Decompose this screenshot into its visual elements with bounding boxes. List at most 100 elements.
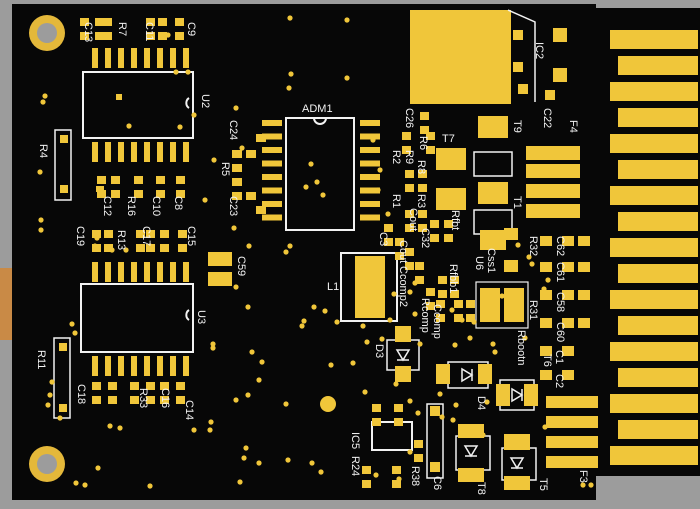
passive-pad [418, 184, 427, 192]
passive-pad [176, 176, 185, 184]
via [126, 123, 132, 129]
label-d4: D4 [475, 396, 487, 410]
connector-finger [610, 238, 698, 257]
via [231, 225, 237, 231]
passive-pad [402, 132, 411, 140]
passive-pad [256, 206, 266, 214]
pad [518, 84, 528, 94]
pad [545, 90, 555, 100]
label-c16: C16 [159, 388, 171, 408]
via [165, 32, 171, 38]
passive-pad [405, 184, 414, 192]
label-c1: C1 [553, 350, 565, 364]
connector-finger [610, 134, 698, 153]
passive-pad [392, 480, 401, 488]
passive-pad [104, 244, 113, 252]
chip-pin [183, 48, 189, 68]
pad-f3 [546, 416, 598, 428]
via [245, 392, 251, 398]
label-r1: R1 [390, 194, 402, 208]
passive-pad [395, 252, 404, 260]
label-r3: R3 [415, 194, 427, 208]
passive-pad [178, 230, 187, 238]
via [452, 342, 458, 348]
pad-t1 [480, 230, 506, 250]
passive-pad [402, 146, 411, 154]
passive-pad [405, 248, 414, 256]
pad-t7 [436, 148, 466, 170]
label-r32: R32 [527, 236, 539, 256]
pad [59, 343, 67, 351]
via [311, 304, 317, 310]
edge-connector [610, 30, 698, 465]
label-c12: C12 [101, 196, 113, 216]
pad-t1 [478, 182, 508, 204]
via [366, 302, 372, 308]
label-c13: C13 [82, 22, 94, 42]
label-t9: T9 [511, 120, 523, 133]
silk-outline-ic5 [371, 421, 413, 451]
label-adm1: ADM1 [302, 103, 333, 115]
via [42, 93, 48, 99]
via [207, 427, 213, 433]
via [123, 247, 129, 253]
chip-u2 [82, 48, 194, 162]
via [480, 432, 486, 438]
chip-pin [157, 142, 163, 162]
via [95, 465, 101, 471]
passive-pad [426, 132, 435, 140]
capacitor-column [540, 236, 590, 380]
passive-pad [92, 230, 101, 238]
passive-pad [414, 454, 423, 462]
via [387, 317, 393, 323]
label-css1: Css1 [485, 248, 497, 273]
chip-pin [360, 214, 380, 221]
passive-pad [130, 396, 139, 404]
mounting-hole-top-left [29, 15, 65, 51]
via [515, 242, 521, 248]
connector-finger [618, 368, 698, 387]
passive-pad [108, 382, 117, 390]
via [40, 99, 46, 105]
via [507, 264, 513, 270]
pad-t9 [478, 116, 508, 138]
label-c60: C60 [554, 322, 566, 342]
capacitor-pad [540, 318, 552, 328]
passive-pad [146, 230, 155, 238]
chip-pin [92, 262, 98, 282]
chip-pin [157, 356, 163, 376]
via [370, 137, 376, 143]
capacitor-pad [562, 262, 574, 272]
chip-pin [144, 262, 150, 282]
label-f4: F4 [567, 120, 579, 133]
via [522, 335, 528, 341]
via [285, 457, 291, 463]
pad [553, 28, 567, 42]
label-rfbb1: Rfbb1 [447, 264, 459, 293]
silk-outline-l1 [340, 252, 398, 322]
via [453, 402, 459, 408]
passive-pad [420, 112, 429, 120]
via [47, 392, 53, 398]
chip-pin [105, 48, 111, 68]
via [490, 341, 496, 347]
via [320, 192, 326, 198]
capacitor-pad [578, 236, 590, 246]
via [283, 249, 289, 255]
chip-pin [360, 160, 380, 167]
pad [59, 404, 67, 412]
pad [513, 30, 523, 40]
label-c10: C10 [150, 196, 162, 216]
via [211, 157, 217, 163]
via [37, 169, 43, 175]
via [107, 423, 113, 429]
capacitor-pad [562, 370, 574, 380]
diode-d4 [436, 361, 492, 389]
via [375, 187, 381, 193]
connector-finger [618, 316, 698, 335]
via [415, 410, 421, 416]
via [191, 427, 197, 433]
passive-pad [438, 290, 447, 298]
passive-pad [438, 276, 447, 284]
